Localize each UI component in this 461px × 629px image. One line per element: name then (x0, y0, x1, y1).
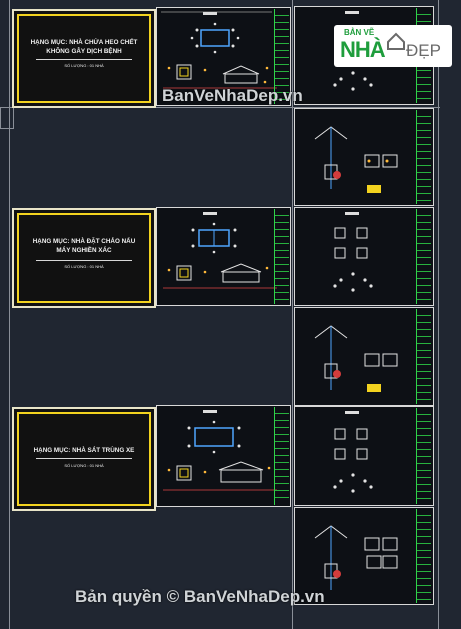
title-block-strip (416, 110, 431, 204)
site-logo[interactable]: BẢN VẼ NHÀ ĐẸP (334, 25, 452, 67)
title-block-strip (274, 9, 289, 104)
guide-line-mid (292, 0, 293, 629)
cover-title: HẠNG MỤC: NHÀ CHỨA HEO CHẾT KHÔNG GÂY DỊ… (20, 38, 148, 56)
drawing-sheet-detail-3[interactable] (294, 507, 434, 605)
cover-subtitle: SỐ LƯỢNG : 01 NHÀ (64, 63, 104, 68)
cover-underline (36, 458, 132, 459)
foundation-drawing (333, 411, 373, 493)
logo-brand-primary: NHÀ (340, 37, 386, 62)
logo-tagline: BẢN VẼ (344, 28, 375, 37)
cover-title: HẠNG MỤC: NHÀ SÁT TRÙNG XE (20, 446, 148, 455)
guide-line-left (9, 0, 10, 629)
house-icon (387, 32, 405, 50)
cover-sheet-1[interactable]: HẠNG MỤC: NHÀ CHỨA HEO CHẾT KHÔNG GÂY DỊ… (12, 9, 156, 108)
title-block-strip (416, 209, 431, 304)
cover-sheet-3[interactable]: HẠNG MỤC: NHÀ SÁT TRÙNG XE SỐ LƯỢNG : 01… (12, 407, 156, 511)
logo-brand-secondary: ĐẸP (406, 41, 441, 60)
cover-underline (36, 260, 132, 261)
cover-title-line: HẠNG MỤC: NHÀ ĐẶT CHẢO NẤU (32, 238, 136, 245)
plan-drawing (163, 212, 277, 289)
title-block-strip (416, 309, 431, 404)
row-divider-2 (0, 107, 14, 129)
row-divider-1 (0, 107, 440, 108)
drawing-sheet-detail-2[interactable] (294, 307, 434, 406)
cover-title-line: KHÔNG GÂY DỊCH BỆNH (46, 48, 122, 56)
drawing-sheet-foundation-3[interactable] (294, 406, 434, 506)
cover-border (17, 14, 151, 103)
cover-subtitle: SỐ LƯỢNG : 01 NHÀ (64, 463, 104, 468)
drawing-sheet-plan-2[interactable] (156, 207, 291, 306)
drawing-sheet-plan-1[interactable] (156, 7, 291, 106)
title-block-strip (274, 407, 289, 505)
cover-subtitle: SỐ LƯỢNG : 01 NHÀ (64, 264, 104, 269)
guide-line-right (438, 0, 439, 629)
title-block-strip (416, 408, 431, 504)
watermark-top: BanVeNhaDep.vn (162, 86, 303, 105)
cover-sheet-2[interactable]: HẠNG MỤC: NHÀ ĐẶT CHẢO NẤU MÁY NGHIỀN XÁ… (12, 208, 156, 308)
plan-drawing (161, 11, 277, 89)
cover-border (17, 412, 151, 506)
detail-drawing (314, 126, 398, 193)
drawing-sheet-plan-3[interactable] (156, 405, 291, 507)
cover-title-line: HẠNG MỤC: NHÀ CHỨA HEO CHẾT (30, 39, 138, 46)
foundation-drawing (333, 212, 373, 292)
title-block-strip (274, 209, 289, 304)
title-block-strip (416, 509, 431, 603)
cover-underline (36, 59, 132, 60)
drawing-sheet-foundation-2[interactable] (294, 207, 434, 306)
watermark-bottom: Bản quyền © BanVeNhaDep.vn (75, 587, 325, 606)
cover-border (17, 213, 151, 303)
drawing-sheet-detail-1[interactable] (294, 108, 434, 206)
detail-drawing (314, 525, 398, 590)
detail-drawing (314, 325, 398, 392)
plan-drawing (163, 410, 277, 491)
cover-title-line: MÁY NGHIỀN XÁC (56, 247, 112, 255)
cover-title-line: HẠNG MỤC: NHÀ SÁT TRÙNG XE (33, 447, 135, 454)
cover-title: HẠNG MỤC: NHÀ ĐẶT CHẢO NẤU MÁY NGHIỀN XÁ… (20, 237, 148, 255)
